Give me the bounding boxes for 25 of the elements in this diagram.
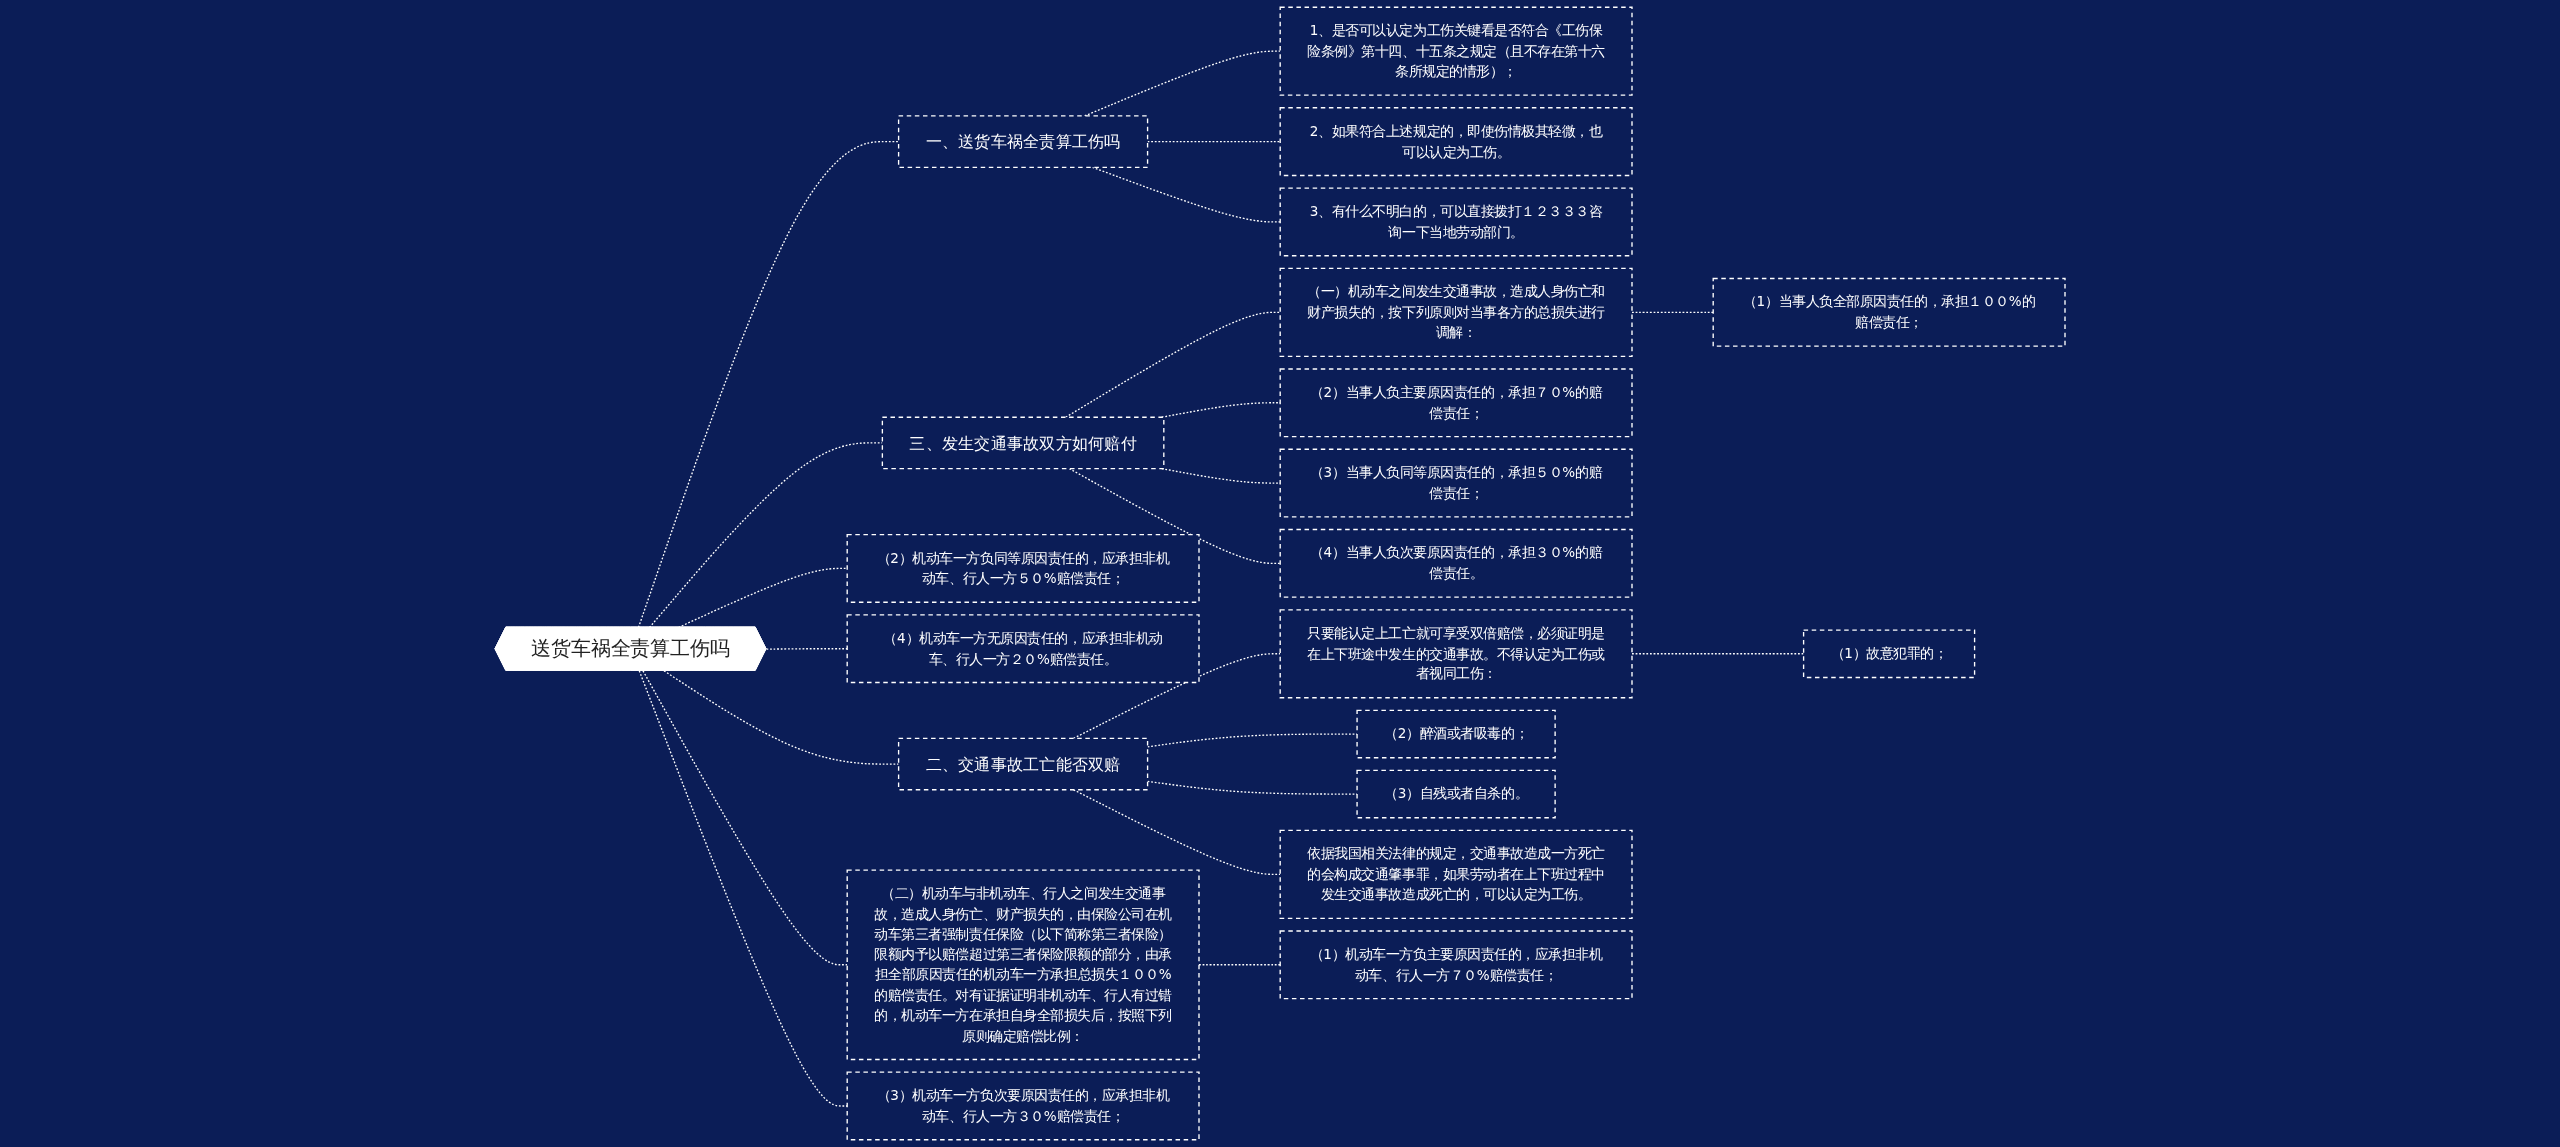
node-box: 依据我国相关法律的规定，交通事故造成一方死亡的会构成交通肇事罪，如果劳动者在上下班过程中发生交通事故造成死亡的，可以认定为工伤。 xyxy=(1279,829,1633,919)
node-box: （3）自残或者自杀的。 xyxy=(1356,769,1556,819)
node-box: （2）当事人负主要原因责任的，承担７０%的赔偿责任； xyxy=(1279,368,1633,438)
node-box: （4）机动车一方无原因责任的，应承担非机动车、行人一方２０%赔偿责任。 xyxy=(846,614,1200,684)
node-box: （2）机动车一方负同等原因责任的，应承担非机动车、行人一方５０%赔偿责任； xyxy=(846,533,1200,603)
node-box: 三、发生交通事故双方如何赔付 xyxy=(881,416,1165,470)
node-box: 一、送货车祸全责算工伤吗 xyxy=(897,115,1149,168)
node-box: （2）醉酒或者吸毒的； xyxy=(1356,709,1556,759)
node-box: （3）当事人负同等原因责任的，承担５０%的赔偿责任； xyxy=(1279,448,1633,518)
node-box: （1）机动车一方负主要原因责任的，应承担非机动车、行人一方７０%赔偿责任； xyxy=(1279,930,1633,1000)
node-box: （3）机动车一方负次要原因责任的，应承担非机动车、行人一方３０%赔偿责任； xyxy=(846,1071,1200,1141)
node-box: 2、如果符合上述规定的，即使伤情极其轻微，也可以认定为工伤。 xyxy=(1279,107,1633,177)
node-box: （4）当事人负次要原因责任的，承担３０%的赔偿责任。 xyxy=(1279,528,1633,598)
node-box: 二、交通事故工亡能否双赔 xyxy=(897,737,1149,791)
connector xyxy=(1065,311,1281,418)
node-box: （二）机动车与非机动车、行人之间发生交通事故，造成人身伤亡、财产损失的，由保险公司在机动车第三者强制责任保险（以下简称第三者保险）限额内予以赔偿超过第三者保险限额的部分，由承担全部原因责任的机动车一方承担总损失１００%的赔偿责任。对有证据证明非机动车、行人有过错的，机动车一方在承担自身全部损失后，按照下列原则确定赔偿比例： xyxy=(846,869,1200,1061)
node-box: 只要能认定上工亡就可享受双倍赔偿，必须证明是在上下班途中发生的交通事故。不得认定为工伤或者视同工伤： xyxy=(1279,609,1633,699)
node-box: （1）故意犯罪的； xyxy=(1802,629,1976,679)
node-box: 1、是否可以认定为工伤关键看是否符合《工伤保险条例》第十四、十五条之规定（且不存在第十六条所规定的情形）； xyxy=(1279,6,1633,96)
connector xyxy=(638,670,848,1107)
connector xyxy=(1161,402,1281,418)
connector xyxy=(1072,789,1281,876)
node-box: （一）机动车之间发生交通事故，造成人身伤亡和财产损失的，按下列原则对当事各方的总损失进行调解： xyxy=(1279,267,1633,357)
node-box: 3、有什么不明白的，可以直接拨打１２３３３咨询一下当地劳动部门。 xyxy=(1279,187,1633,257)
node-box: （1）当事人负全部原因责任的，承担１００%的赔偿责任； xyxy=(1712,277,2066,347)
